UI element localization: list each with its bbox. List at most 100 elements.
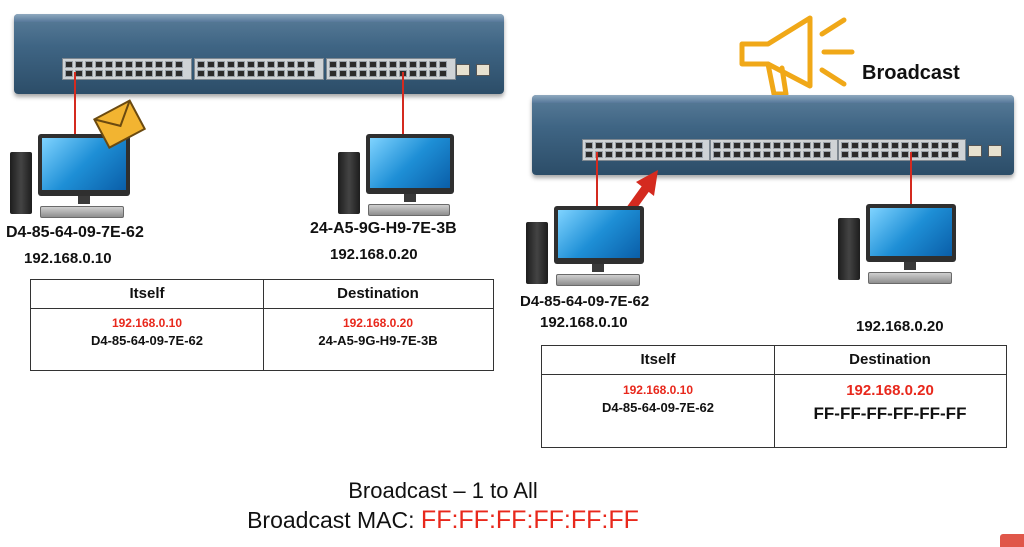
switch-port <box>911 142 919 149</box>
switch-port <box>891 142 899 149</box>
left-dest-mac: 24-A5-9G-H9-7E-3B <box>318 333 438 348</box>
left-receiver-mac: 24-A5-9G-H9-7E-3B <box>310 220 457 237</box>
switch-port <box>823 151 831 158</box>
left-switch-ports-1 <box>62 58 192 80</box>
left-table-header-destination: Destination <box>263 280 493 309</box>
switch-port <box>65 61 73 68</box>
switch-port <box>155 70 163 77</box>
right-dest-ip: 192.168.0.20 <box>846 382 934 399</box>
switch-port <box>267 61 275 68</box>
switch-port <box>197 61 205 68</box>
switch-port <box>803 142 811 149</box>
switch-port <box>733 151 741 158</box>
switch-port <box>419 61 427 68</box>
switch-port <box>105 61 113 68</box>
switch-port <box>429 61 437 68</box>
switch-port <box>197 70 205 77</box>
left-switch-ports-3 <box>326 58 456 80</box>
switch-port <box>135 70 143 77</box>
switch-port <box>75 61 83 68</box>
switch-port <box>675 142 683 149</box>
megaphone-icon <box>739 15 855 97</box>
switch-port <box>665 142 673 149</box>
switch-port <box>429 70 437 77</box>
switch-port <box>145 70 153 77</box>
switch-port <box>655 142 663 149</box>
right-itself-mac: D4-85-64-09-7E-62 <box>601 400 714 415</box>
switch-port <box>257 61 265 68</box>
switch-port <box>165 70 173 77</box>
switch-port <box>743 142 751 149</box>
right-switch-ports-3 <box>838 139 966 161</box>
switch-port <box>743 151 751 158</box>
switch-port <box>439 61 447 68</box>
switch-port <box>329 61 337 68</box>
switch-port <box>207 70 215 77</box>
switch-port <box>595 151 603 158</box>
footer-line-1: Broadcast – 1 to All <box>348 478 538 503</box>
left-itself-mac: D4-85-64-09-7E-62 <box>90 333 203 348</box>
switch-port <box>655 151 663 158</box>
switch-port <box>841 142 849 149</box>
switch-port <box>207 61 215 68</box>
switch-port <box>723 142 731 149</box>
switch-port <box>921 142 929 149</box>
switch-port <box>851 142 859 149</box>
switch-port <box>733 142 741 149</box>
switch-port <box>307 70 315 77</box>
right-table-header-destination: Destination <box>774 346 1006 375</box>
switch-port <box>861 151 869 158</box>
switch-port <box>941 142 949 149</box>
switch-port <box>439 70 447 77</box>
switch-port <box>297 70 305 77</box>
switch-port <box>297 61 305 68</box>
switch-port <box>389 70 397 77</box>
left-dest-ip: 192.168.0.20 <box>342 316 414 330</box>
switch-port <box>217 70 225 77</box>
switch-port <box>921 151 929 158</box>
switch-port <box>645 151 653 158</box>
switch-port <box>349 70 357 77</box>
left-switch-ports-2 <box>194 58 324 80</box>
switch-port <box>75 70 83 77</box>
left-sender-mac: D4-85-64-09-7E-62 <box>6 224 144 241</box>
switch-port <box>595 142 603 149</box>
switch-port <box>901 151 909 158</box>
corner-tab <box>1000 534 1024 547</box>
switch-port <box>359 70 367 77</box>
switch-port <box>931 142 939 149</box>
switch-port <box>951 142 959 149</box>
switch-port <box>125 70 133 77</box>
switch-port <box>773 142 781 149</box>
right-address-table: Itself Destination 192.168.0.10 D4-85-64… <box>541 345 1007 448</box>
switch-port <box>237 70 245 77</box>
switch-port <box>65 70 73 77</box>
switch-port <box>941 151 949 158</box>
switch-port <box>369 61 377 68</box>
switch-port <box>277 61 285 68</box>
computer-icon <box>338 132 468 227</box>
switch-port <box>625 151 633 158</box>
switch-port <box>399 61 407 68</box>
switch-port <box>339 70 347 77</box>
left-table-header-itself: Itself <box>31 280 263 309</box>
computer-icon <box>838 200 968 296</box>
switch-port <box>793 142 801 149</box>
switch-port <box>409 61 417 68</box>
switch-port <box>277 70 285 77</box>
switch-port <box>349 61 357 68</box>
switch-port <box>851 151 859 158</box>
footer-line-2: Broadcast MAC: FF:FF:FF:FF:FF:FF <box>0 506 886 535</box>
switch-port <box>783 151 791 158</box>
switch-port <box>419 70 427 77</box>
right-switch-ports-1 <box>582 139 710 161</box>
switch-port <box>871 151 879 158</box>
switch-port <box>823 142 831 149</box>
switch-port <box>329 70 337 77</box>
switch-port <box>105 70 113 77</box>
right-itself-ip: 192.168.0.10 <box>622 383 694 397</box>
switch-port <box>585 151 593 158</box>
switch-port <box>237 61 245 68</box>
switch-port <box>813 142 821 149</box>
left-address-table: Itself Destination 192.168.0.10 D4-85-64… <box>30 279 494 371</box>
